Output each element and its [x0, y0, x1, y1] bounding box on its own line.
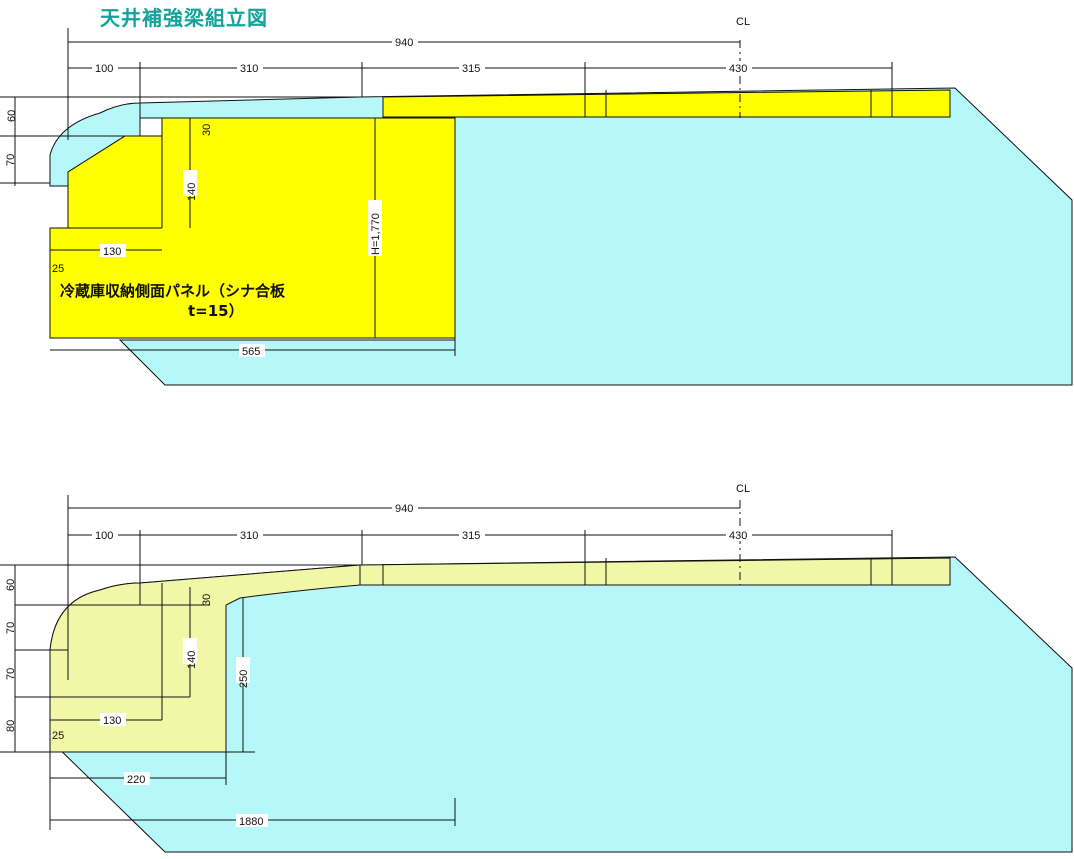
- bottom-dim-220: 220: [127, 774, 145, 786]
- top-side-panel: [49, 117, 456, 339]
- bottom-dim-130: 130: [103, 715, 121, 727]
- bottom-dim-70a: 70: [5, 622, 17, 634]
- top-dim-25: 25: [52, 263, 64, 275]
- bottom-cl-label: CL: [736, 483, 750, 495]
- bottom-dim-100: 100: [95, 530, 113, 542]
- top-dim-140: 140: [186, 183, 198, 201]
- bottom-dim-430: 430: [729, 530, 747, 542]
- top-panel-label-line1: 冷蔵庫収納側面パネル（シナ合板: [60, 282, 286, 300]
- bottom-diagram: CL 940 100 310 315 430 60 70 70 80 30 14…: [0, 483, 1073, 853]
- drawing-title: 天井補強梁組立図: [100, 6, 268, 30]
- bottom-dim-1880: 1880: [239, 816, 263, 828]
- top-dim-430: 430: [729, 63, 747, 75]
- top-dim-565: 565: [242, 346, 260, 358]
- top-dim-310: 310: [240, 63, 258, 75]
- top-dim-h1770: H=1,770: [370, 213, 382, 255]
- bottom-dim-30: 30: [201, 594, 213, 606]
- top-dim-70: 70: [5, 154, 17, 166]
- top-beam-strip: [382, 89, 951, 118]
- top-dim-30: 30: [201, 124, 213, 136]
- bottom-dim-250: 250: [238, 670, 250, 688]
- bottom-dim-25: 25: [52, 730, 64, 742]
- top-dim-60: 60: [6, 110, 18, 122]
- bottom-pale-panel: [49, 557, 951, 753]
- top-cl-label: CL: [736, 16, 750, 28]
- bottom-dim-315: 315: [462, 530, 480, 542]
- bottom-dim-60: 60: [5, 579, 17, 591]
- top-dim-100: 100: [95, 63, 113, 75]
- top-diagram: CL 940 100 310 315 430 60 70 30 140 130 …: [0, 16, 1073, 386]
- bottom-dim-940: 940: [395, 503, 413, 515]
- bottom-dim-310: 310: [240, 530, 258, 542]
- top-dim-940: 940: [395, 37, 413, 49]
- bottom-dim-80: 80: [5, 720, 17, 732]
- top-dim-315: 315: [462, 63, 480, 75]
- top-cyan-body: [49, 87, 1073, 386]
- bottom-dim-140: 140: [186, 651, 198, 669]
- top-panel-label-line2: t=15）: [188, 302, 244, 320]
- top-dim-130: 130: [103, 246, 121, 258]
- bottom-dim-70b: 70: [5, 668, 17, 680]
